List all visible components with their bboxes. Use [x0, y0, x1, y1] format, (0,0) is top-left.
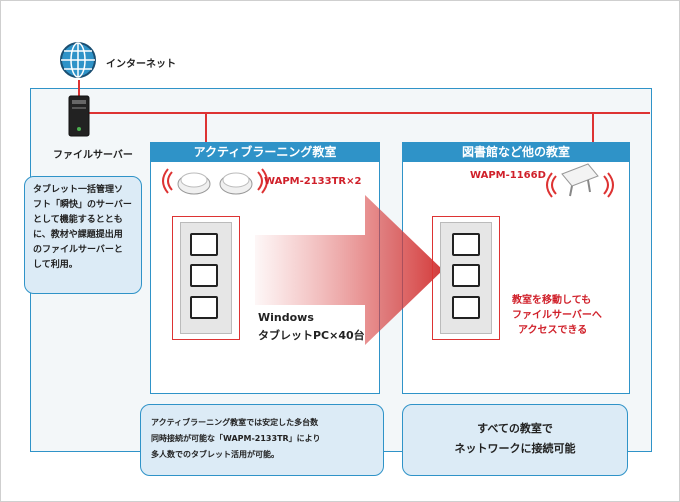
other-room-callout: すべての教室で ネットワークに接続可能: [402, 404, 628, 476]
server-tower-icon: [68, 95, 90, 137]
tablet-icon: [452, 233, 480, 256]
server-callout-line: タブレット一括管理ソ: [33, 185, 124, 195]
access-point-icon: [219, 172, 253, 195]
active-callout-line: 同時接続が可能な「WAPM-2133TR」により: [151, 434, 321, 443]
access-point-icon: [561, 163, 599, 197]
move-text-line2: ファイルサーバーへ: [512, 310, 602, 321]
internet-label: インターネット: [106, 59, 176, 70]
room-other-title: 図書館など他の教室: [403, 143, 629, 162]
wifi-waves-left-icon: [546, 172, 557, 198]
move-text-line3: アクセスできる: [518, 325, 588, 336]
ap-label-other: WAPM-1166D: [470, 170, 546, 181]
network-line-internet: [78, 80, 80, 96]
server-callout-line: して利用。: [33, 260, 78, 270]
active-room-callout: アクティブラーニング教室では安定した多台数 同時接続が可能な「WAPM-2133…: [140, 404, 384, 476]
tablet-icon: [452, 296, 480, 319]
wifi-waves-left-icon: [162, 168, 173, 194]
active-callout-line: 多人数でのタブレット活用が可能。: [151, 450, 279, 459]
room-active-title: アクティブラーニング教室: [151, 143, 379, 162]
tablet-cabinet-frame: [172, 216, 240, 340]
move-text-line1: 教室を移動しても: [512, 295, 592, 306]
server-callout-line: のファイルサーバーと: [33, 245, 123, 255]
access-point-icon: [177, 172, 211, 195]
tablet-icon: [190, 233, 218, 256]
server-label: ファイルサーバー: [53, 150, 133, 161]
ap-label-active: WAPM-2133TR×2: [264, 176, 362, 187]
tablet-icon: [452, 264, 480, 287]
tablet-icon: [190, 296, 218, 319]
active-callout-line: アクティブラーニング教室では安定した多台数: [151, 418, 319, 427]
arrow-icon: [255, 195, 443, 345]
globe-icon: [60, 42, 96, 78]
tablet-label-line2: タブレットPC×40台: [258, 329, 365, 342]
wifi-waves-right-icon: [603, 172, 614, 198]
other-callout-line: すべての教室で: [477, 422, 553, 435]
network-line-main: [88, 112, 650, 114]
tablet-icon: [190, 264, 218, 287]
server-callout-line: に、教材や課題提出用: [33, 230, 123, 240]
server-callout-line: フト「瞬快」のサーバー: [33, 200, 132, 210]
other-callout-line: ネットワークに接続可能: [454, 442, 576, 455]
network-line-active-room: [205, 112, 207, 142]
wifi-waves-right-icon: [257, 168, 268, 194]
server-callout-line: として機能するととも: [33, 215, 123, 225]
tablet-label-line1: Windows: [258, 311, 314, 324]
network-line-other-room: [592, 112, 594, 162]
server-callout: タブレット一括管理ソ フト「瞬快」のサーバー として機能するととも に、教材や課…: [24, 176, 142, 294]
tablet-cabinet-frame: [432, 216, 500, 340]
